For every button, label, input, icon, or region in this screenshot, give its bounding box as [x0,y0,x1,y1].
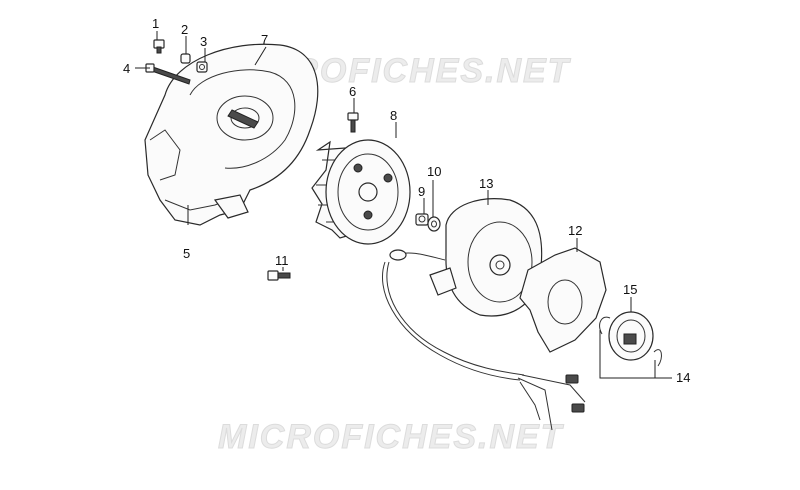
bushing-part-2 [180,53,191,64]
callout-11: 11 [275,253,289,268]
callout-9: 9 [418,184,425,199]
leader-lines [135,31,672,379]
callout-14: 14 [676,370,690,385]
callout-10: 10 [427,164,441,179]
fan-cover-housing [144,43,319,226]
screw-part-6 [347,112,359,133]
callout-5: 5 [183,246,190,261]
callout-3: 3 [200,34,207,49]
nut-part-9 [415,213,429,226]
flywheel-fan-part-8 [311,139,411,245]
nut-part-3 [196,61,208,73]
bolt-part-4 [145,63,191,85]
callout-1: 1 [152,16,159,31]
circlip-part-14 [599,316,662,367]
callout-6: 6 [349,84,356,99]
callout-7: 7 [261,32,268,47]
callout-12: 12 [568,223,582,238]
callout-13: 13 [479,176,493,191]
plate-part-12 [519,247,607,353]
stator-part-13 [381,198,586,431]
screw-part-1 [153,39,165,54]
rotor-cup-part-15 [608,311,654,361]
callout-2: 2 [181,22,188,37]
callout-8: 8 [390,108,397,123]
screw-part-11 [267,270,291,281]
callout-4: 4 [123,61,130,76]
callout-15: 15 [623,282,637,297]
washer-part-10 [427,216,441,232]
watermark-bottom: MICROFICHES.NET [218,418,565,456]
